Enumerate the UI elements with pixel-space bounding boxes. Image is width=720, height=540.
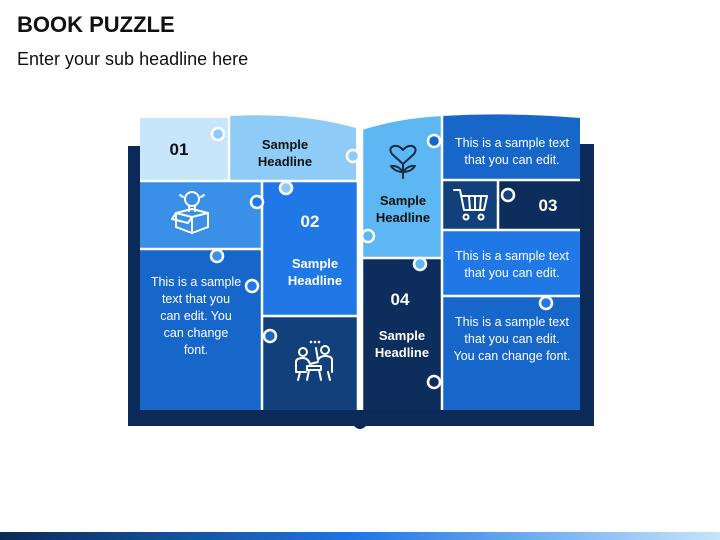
knob <box>209 248 225 264</box>
piece-03-bg <box>498 180 580 230</box>
bottom-accent-bar <box>0 532 720 540</box>
knob <box>262 328 278 344</box>
piece-heart-headline: Sample Headline <box>375 193 431 225</box>
piece-text-top-right: This is a sample text that you can edit. <box>455 136 569 167</box>
piece-02-number: 02 <box>300 212 320 231</box>
knob <box>426 133 442 149</box>
piece-lightbulb-bg <box>140 182 262 250</box>
piece-heart-bg <box>362 116 442 258</box>
piece-text-bottom-right: This is a sample text that you can edit.… <box>453 314 571 363</box>
knob <box>278 180 294 196</box>
knob <box>426 374 442 390</box>
piece-text-left: This is a sample text that you can edit.… <box>150 274 242 357</box>
knob <box>345 148 361 164</box>
piece-02-bg <box>262 182 358 316</box>
knob <box>244 278 260 294</box>
knob <box>412 256 428 272</box>
piece-headline-top-bg <box>228 115 356 182</box>
knob <box>538 295 554 311</box>
lightbulb-box-icon <box>171 191 209 234</box>
piece-04-number: 04 <box>390 290 410 309</box>
piece-headline-top: Sample Headline <box>257 137 313 169</box>
page-subtitle: Enter your sub headline here <box>17 49 249 69</box>
piece-text-mid-right-bg <box>442 230 580 296</box>
knob <box>210 126 226 142</box>
piece-text-top-right-bg <box>442 114 580 180</box>
knob <box>500 187 516 203</box>
heart-plant-icon <box>389 144 417 179</box>
piece-text-mid-right: This is a sample text that you can edit. <box>455 249 569 280</box>
piece-03-number: 03 <box>538 196 558 215</box>
piece-text-bottom-right-bg <box>442 296 580 410</box>
piece-01-number: 01 <box>169 140 189 159</box>
piece-04-headline: Sample Headline <box>374 328 430 360</box>
knob <box>249 194 265 210</box>
knob <box>360 228 376 244</box>
people-meeting-icon <box>295 340 333 381</box>
piece-02-headline: Sample Headline <box>287 256 343 288</box>
piece-text-left-bg <box>140 250 262 410</box>
shopping-cart-icon <box>453 189 488 221</box>
page-title: BOOK PUZZLE <box>17 12 175 37</box>
